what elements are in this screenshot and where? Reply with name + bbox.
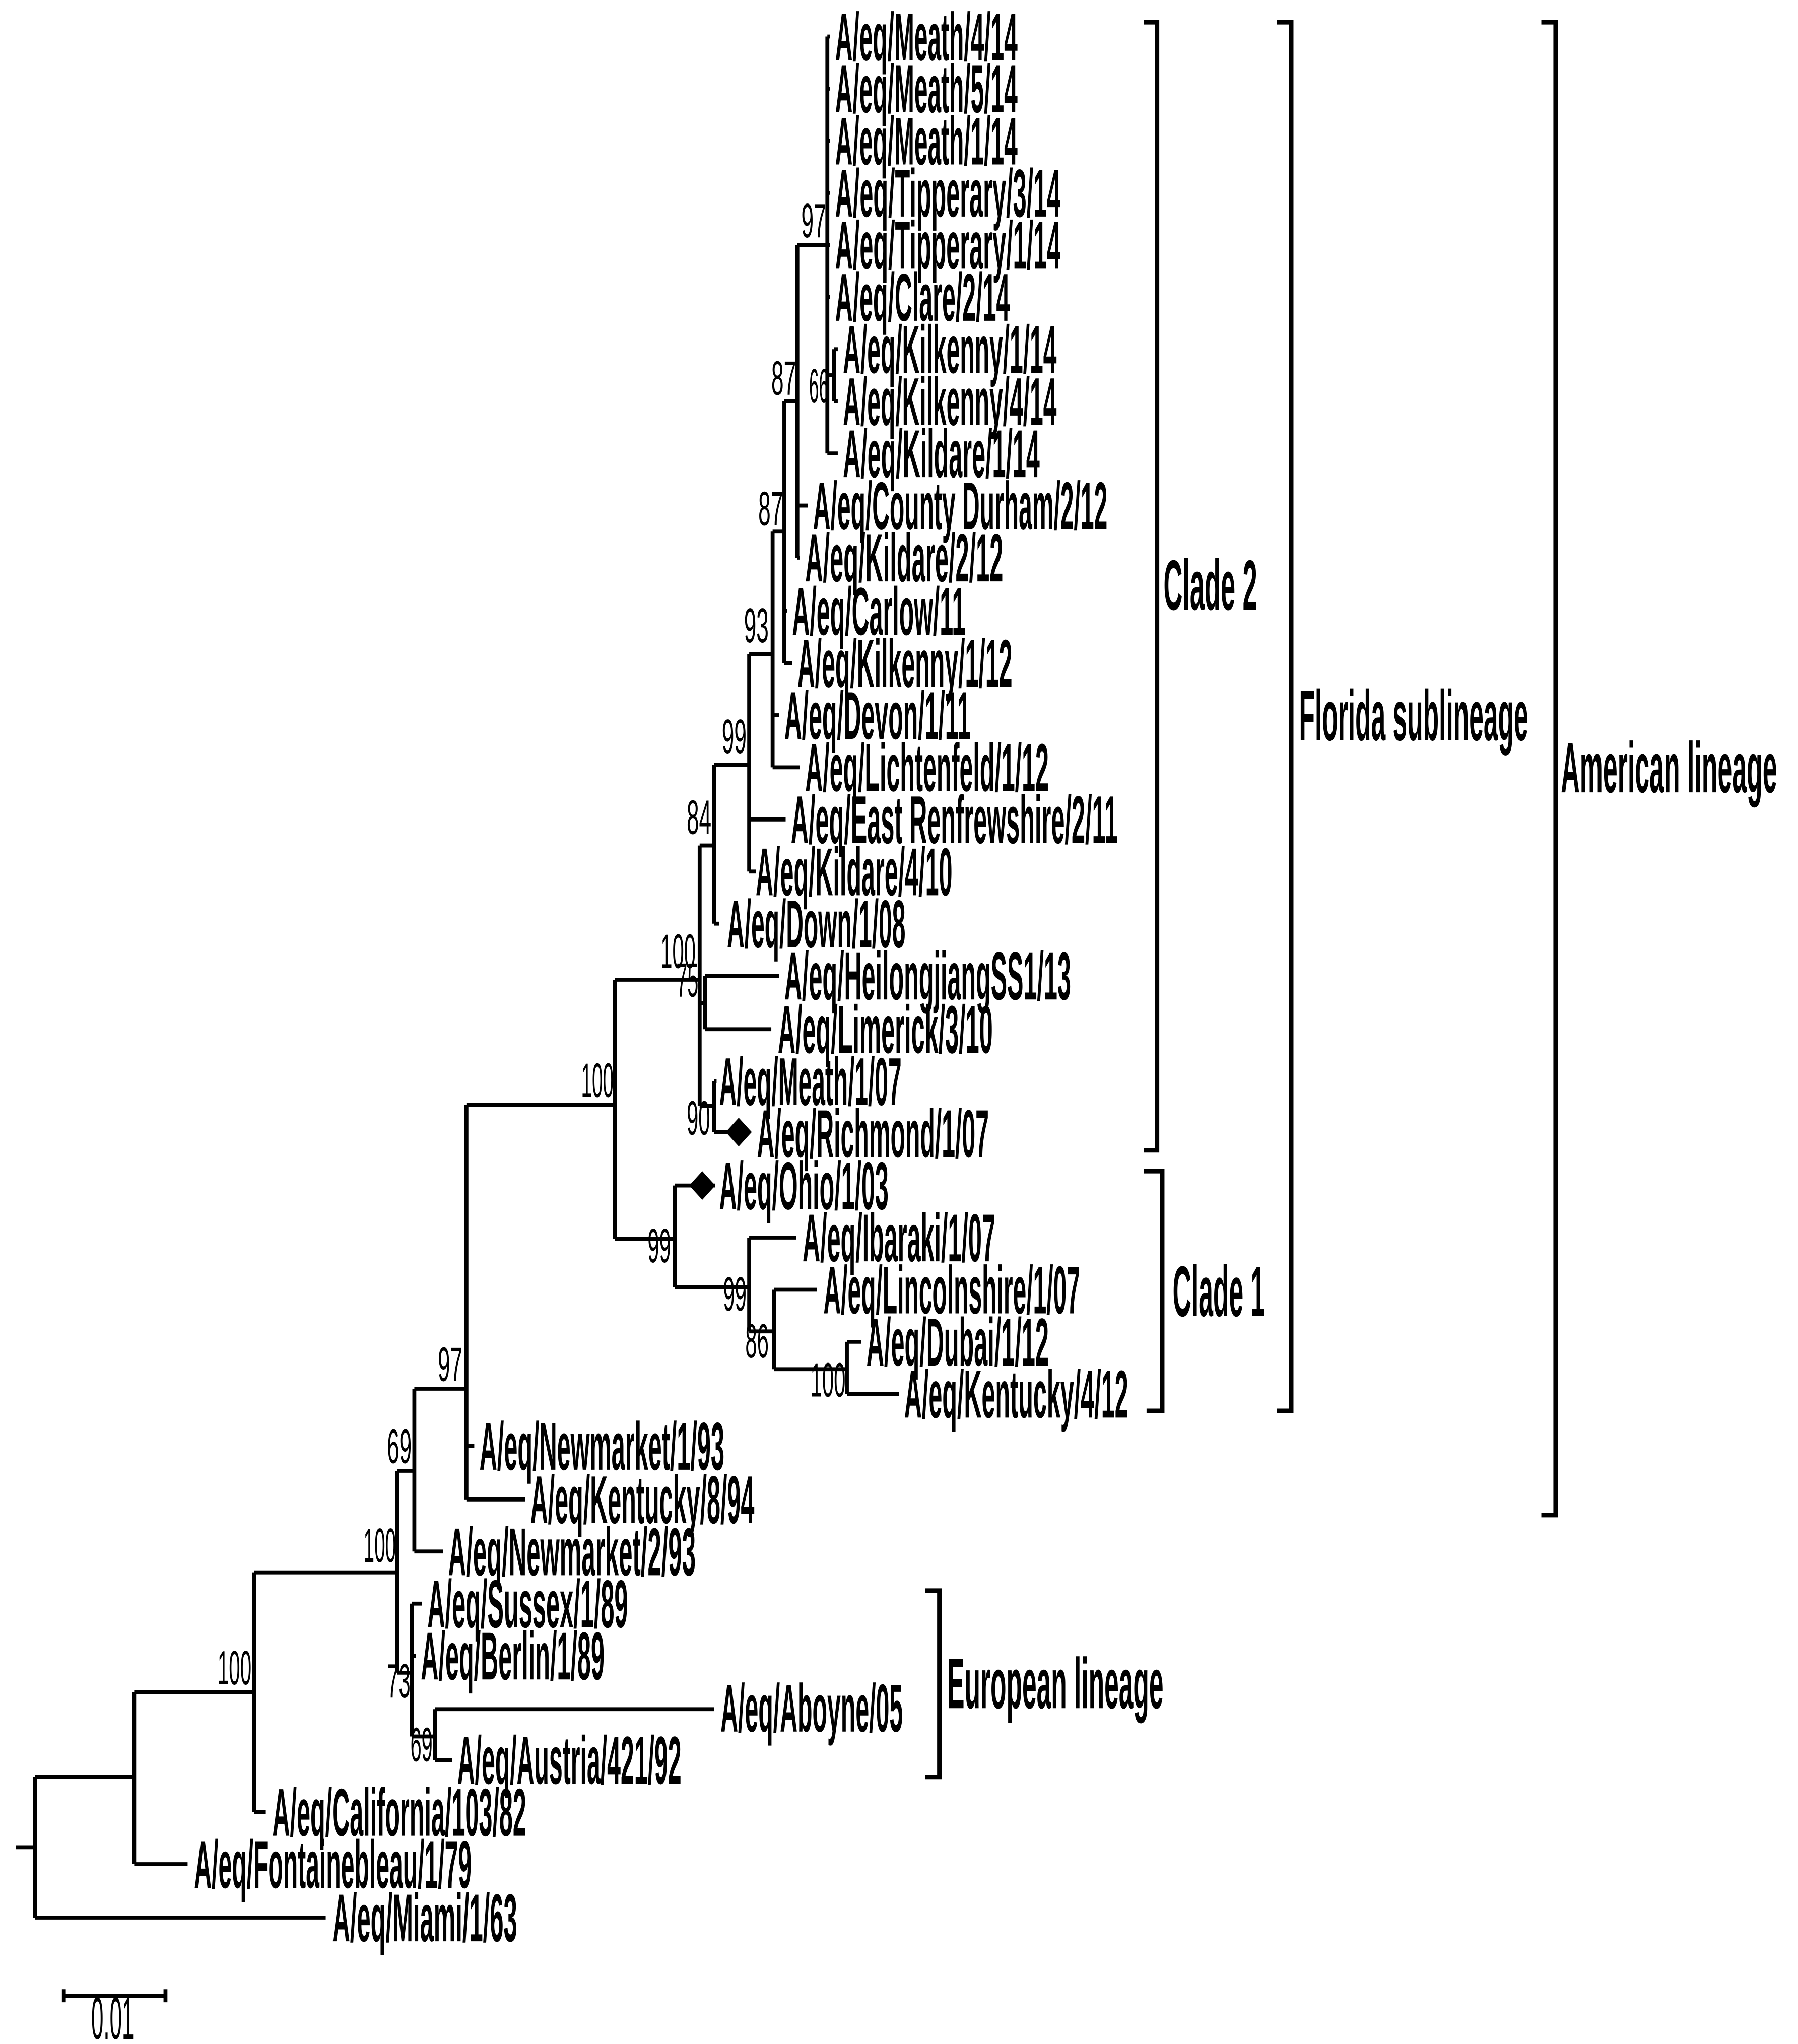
clade1-label: Clade 1 [1173, 1252, 1266, 1332]
bootstrap-value: 73 [387, 1654, 411, 1708]
taxon-label: A/eq/Aboyne/05 [720, 1671, 903, 1746]
taxon-label: A/eq/Kildare/4/10 [756, 834, 953, 910]
bootstrap-value: 100 [218, 1641, 251, 1695]
clade2-label: Clade 2 [1164, 546, 1257, 626]
taxon-label: A/eq/East Renfrewshire/2/11 [791, 782, 1118, 858]
bootstrap-value: 99 [722, 710, 747, 764]
taxon-label: A/eq/Richmond/1/07 [757, 1096, 989, 1172]
bootstrap-value: 99 [647, 1219, 671, 1273]
taxon-label: A/eq/Kildare/2/12 [805, 520, 1003, 596]
taxon-label: A/eq/Down/1/08 [727, 887, 905, 962]
taxon-label: A/eq/Miami/1/63 [332, 1880, 517, 1956]
taxon-label: A/eq/Fontainebleau/1/79 [194, 1827, 472, 1902]
bootstrap-value: 100 [581, 1054, 614, 1108]
taxon-label: A/eq/Meath/1/14 [835, 103, 1018, 179]
taxon-label: A/eq/Limerick/3/10 [778, 992, 993, 1067]
florida-label: Florida sublineage [1299, 676, 1528, 756]
bootstrap-value: 97 [438, 1338, 462, 1392]
taxon-label: A/eq/Kilkenny/1/14 [843, 312, 1056, 387]
group-labels: Clade 2 Clade 1 Florida sublineage Ameri… [947, 546, 1777, 1724]
taxon-label: A/eq/California/103/82 [273, 1775, 526, 1851]
taxon-label: A/eq/Devon/1/11 [784, 678, 971, 754]
clade2-bracket [1144, 20, 1160, 1153]
florida-bracket [1277, 20, 1294, 1413]
taxon-label: A/eq/Lincolnshire/1/07 [823, 1253, 1080, 1328]
taxon-label: A/eq/Carlow/11 [792, 574, 965, 649]
taxon-label: A/eq/Newmarket/1/93 [480, 1409, 724, 1484]
bootstrap-value: 66 [809, 359, 829, 413]
european-bracket [925, 1588, 942, 1780]
bootstrap-value: 69 [411, 1718, 433, 1772]
taxon-label: A/eq/Berlin/1/89 [421, 1618, 605, 1694]
bootstrap-value: 75 [676, 953, 698, 1007]
diamond-marker-icon [689, 1171, 715, 1200]
bootstrap-values: 97 66 87 87 93 99 84 100 75 100 90 99 99… [218, 194, 846, 1772]
bootstrap-value: 100 [364, 1519, 396, 1573]
bootstrap-value: 90 [687, 1092, 710, 1145]
scale-bar-label: 0.01 [91, 1985, 134, 2044]
bootstrap-value: 87 [758, 482, 783, 535]
european-label: European lineage [947, 1644, 1163, 1724]
bootstrap-value: 100 [811, 1353, 846, 1407]
bootstrap-value: 97 [802, 194, 826, 248]
american-bracket [1541, 20, 1558, 1518]
group-brackets [925, 20, 1558, 1780]
bootstrap-value: 100 [660, 925, 696, 979]
taxon-label: A/eq/Clare/2/14 [835, 260, 1010, 335]
taxon-label: A/eq/Newmarket/2/93 [448, 1514, 696, 1590]
bootstrap-value: 86 [745, 1314, 769, 1368]
markers [689, 1118, 752, 1200]
taxon-label: A/eq/Kentucky/8/94 [530, 1462, 755, 1538]
taxon-label: A/eq/County Durham/2/12 [813, 468, 1107, 544]
bootstrap-value: 93 [744, 599, 769, 653]
bootstrap-value: 84 [687, 790, 711, 844]
american-label: American lineage [1561, 728, 1777, 808]
bootstrap-value: 69 [387, 1419, 412, 1473]
taxon-label: A/eq/Tipperary/3/14 [835, 156, 1060, 231]
taxon-label: A/eq/Tipperary/1/14 [835, 208, 1060, 283]
bootstrap-value: 87 [771, 352, 796, 405]
taxon-label: A/eq/Meath/1/07 [719, 1044, 902, 1120]
taxon-labels: A/eq/Meath/4/14 A/eq/Meath/5/14 A/eq/Mea… [194, 0, 1128, 1956]
taxon-label: A/eq/Kentucky/4/12 [904, 1356, 1128, 1432]
taxon-label: A/eq/Kilkenny/4/14 [843, 364, 1056, 440]
taxon-label: A/eq/Lichtenfeld/1/12 [805, 730, 1049, 805]
bootstrap-value: 99 [723, 1267, 747, 1321]
taxon-label: A/eq/Sussex/1/89 [427, 1566, 628, 1642]
taxon-label: A/eq/Kildare/1/14 [843, 416, 1040, 492]
taxon-label: A/eq/Meath/4/14 [835, 0, 1018, 75]
taxon-label: A/eq/HeilongjiangSS1/13 [784, 938, 1071, 1014]
clade1-bracket [1144, 1169, 1165, 1413]
taxon-label: A/eq/Dubai/1/12 [867, 1305, 1049, 1380]
taxon-label: A/eq/Austria/421/92 [457, 1723, 682, 1798]
taxon-label: A/eq/Kilkenny/1/12 [797, 626, 1013, 702]
taxon-label: A/eq/Meath/5/14 [835, 51, 1018, 127]
taxon-label: A/eq/Ibaraki/1/07 [803, 1200, 995, 1276]
scale-bar: 0.01 [61, 1985, 168, 2044]
taxon-label: A/eq/Ohio/1/03 [719, 1148, 889, 1224]
tree-branches [16, 34, 899, 1920]
diamond-marker-icon [725, 1118, 752, 1146]
